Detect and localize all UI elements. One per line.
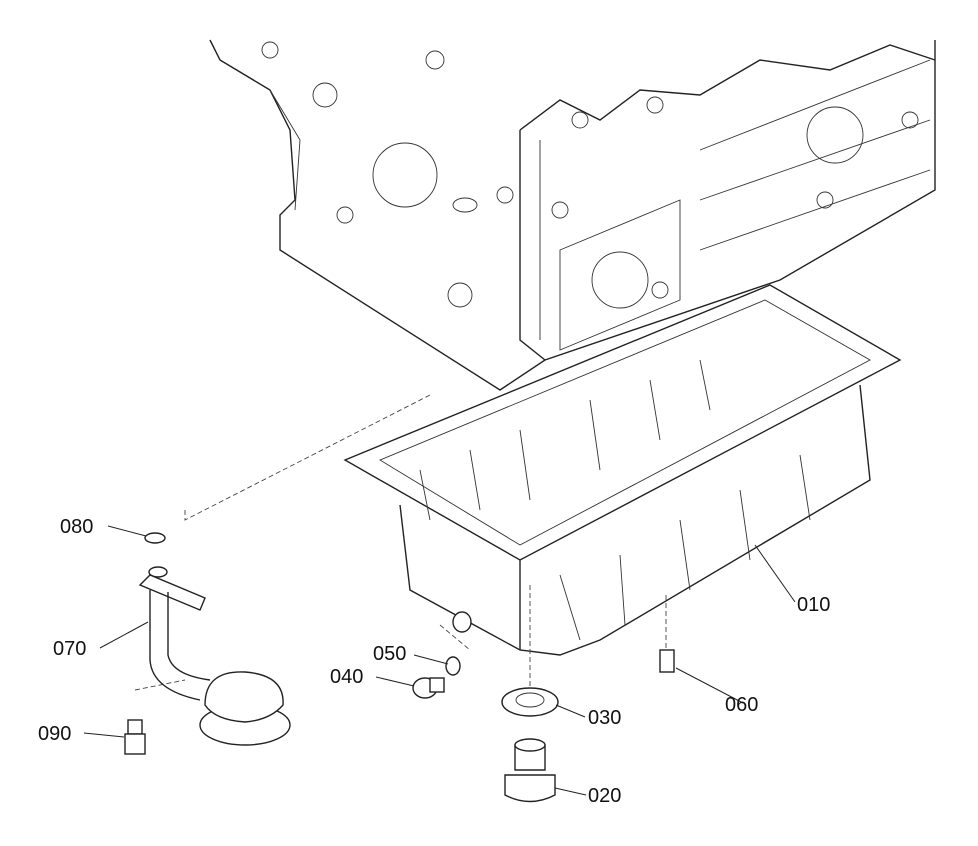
callout-070: 070	[53, 638, 86, 660]
alignment-line-090	[134, 679, 186, 691]
plug-040-part	[412, 677, 445, 699]
oil-strainer-pipe-part	[138, 566, 291, 746]
drain-boss	[452, 611, 472, 633]
bolt-060-part	[659, 649, 675, 673]
callout-080: 080	[60, 516, 93, 538]
callout-040: 040	[330, 666, 363, 688]
engine-block	[209, 39, 936, 391]
callout-030: 030	[588, 707, 621, 729]
callout-020: 020	[588, 785, 621, 807]
alignment-line-plug	[439, 624, 471, 651]
oil-pan	[343, 284, 902, 656]
callout-leaders	[83, 525, 796, 796]
callout-050: 050	[373, 643, 406, 665]
alignment-line-strainer	[184, 394, 431, 521]
callout-090: 090	[38, 723, 71, 745]
washer-050-part	[445, 656, 461, 676]
callout-060: 060	[725, 694, 758, 716]
callout-010: 010	[797, 594, 830, 616]
gasket-030-part	[501, 687, 559, 717]
bolt-090-part	[124, 719, 146, 755]
o-ring-part	[144, 532, 166, 544]
drain-plug-020-part	[504, 738, 556, 803]
